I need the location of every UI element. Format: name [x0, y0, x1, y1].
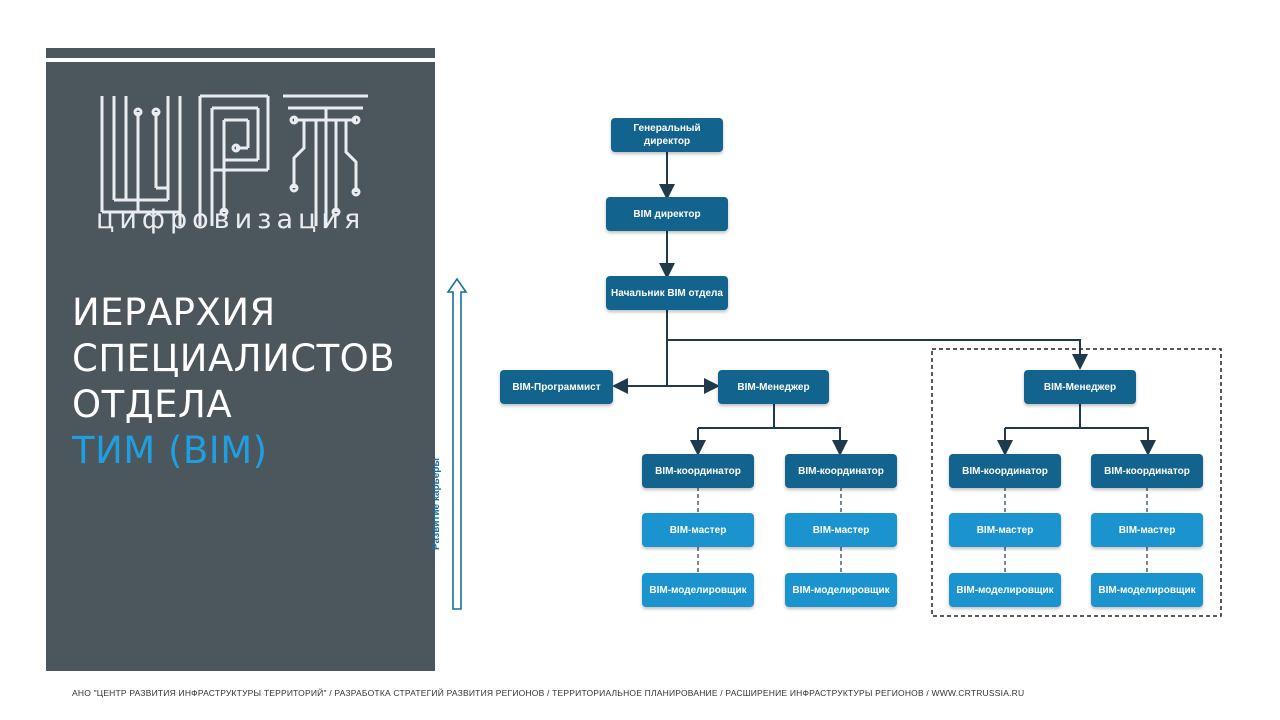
org-chart: Генеральный директор BIM директор Началь… [480, 100, 1240, 630]
node-bim-master-2: BIM-мастер [785, 513, 897, 547]
crt-logo [100, 94, 368, 226]
node-bim-coordinator-4: BIM-координатор [1091, 454, 1203, 488]
title-line-4: ТИМ (BIM) [72, 429, 268, 472]
slide-title: ИЕРАРХИЯ СПЕЦИАЛИСТОВ ОТДЕЛА ТИМ (BIM) [72, 290, 395, 474]
left-title-panel: цифровизация ИЕРАРХИЯ СПЕЦИАЛИСТОВ ОТДЕЛ… [46, 62, 435, 671]
node-bim-director: BIM директор [606, 197, 728, 231]
node-bim-coordinator-1: BIM-координатор [642, 454, 754, 488]
node-bim-programmer: BIM-Программист [500, 370, 613, 404]
node-bim-master-4: BIM-мастер [1091, 513, 1203, 547]
title-line-2: СПЕЦИАЛИСТОВ [72, 337, 396, 380]
node-bim-coordinator-3: BIM-координатор [949, 454, 1061, 488]
node-head-bim-dept: Начальник BIM отдела [606, 276, 728, 310]
logo-subtitle: цифровизация [96, 204, 366, 235]
node-bim-modeler-4: BIM-моделировщик [1091, 573, 1203, 607]
node-bim-master-3: BIM-мастер [949, 513, 1061, 547]
title-line-1: ИЕРАРХИЯ [72, 291, 276, 334]
org-connectors [612, 152, 1222, 617]
node-bim-master-1: BIM-мастер [642, 513, 754, 547]
top-accent-bar [46, 48, 435, 58]
career-label: Развитие карьеры [431, 458, 442, 550]
node-bim-modeler-2: BIM-моделировщик [785, 573, 897, 607]
node-bim-coordinator-2: BIM-координатор [785, 454, 897, 488]
footer-text: АНО "ЦЕНТР РАЗВИТИЯ ИНФРАСТРУКТУРЫ ТЕРРИ… [72, 688, 1025, 698]
node-general-director: Генеральный директор [611, 118, 723, 152]
career-arrow [446, 277, 468, 610]
node-bim-modeler-1: BIM-моделировщик [642, 573, 754, 607]
node-bim-modeler-3: BIM-моделировщик [949, 573, 1061, 607]
title-line-3: ОТДЕЛА [72, 383, 233, 426]
node-bim-manager-1: BIM-Менеджер [718, 370, 829, 404]
node-bim-manager-2: BIM-Менеджер [1024, 370, 1136, 404]
